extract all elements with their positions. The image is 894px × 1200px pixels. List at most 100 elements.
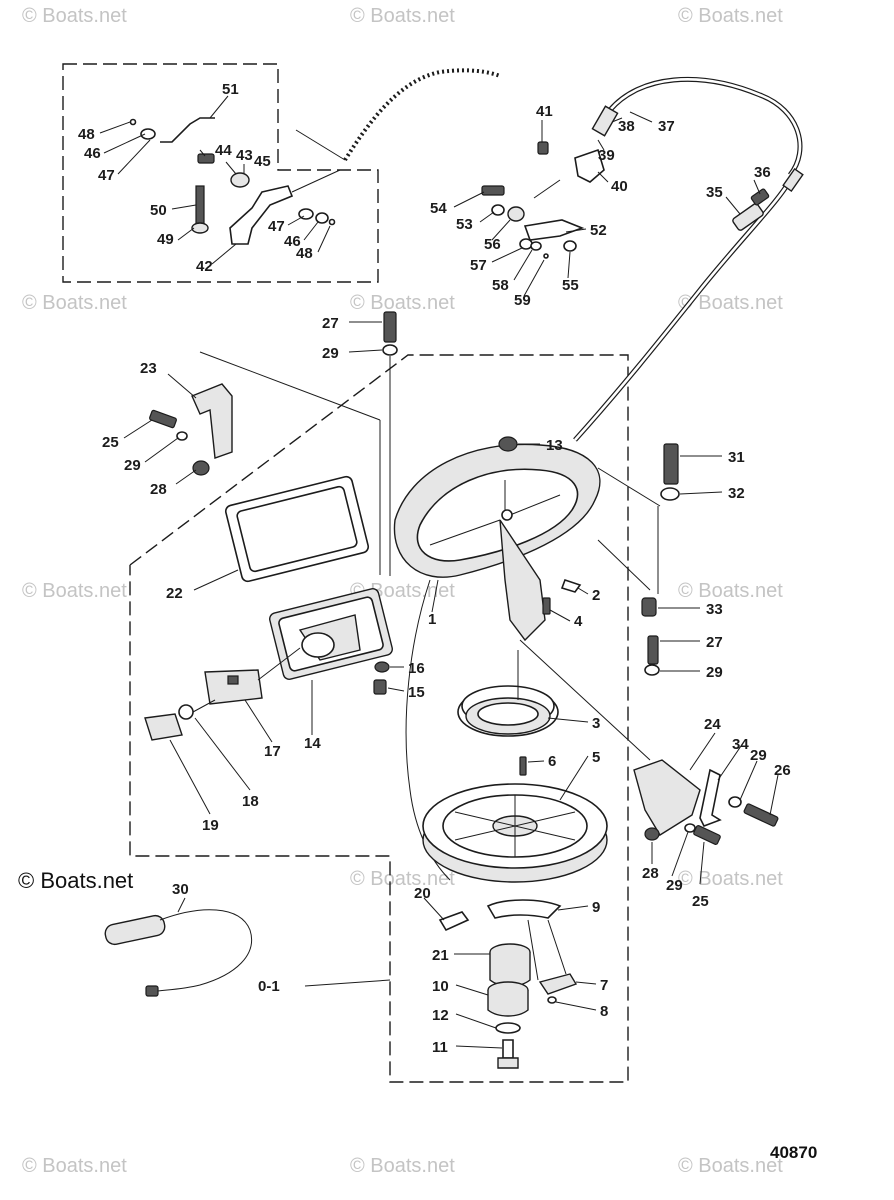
watermark: © Boats.net <box>350 1155 455 1177</box>
watermark: © Boats.net <box>350 5 455 27</box>
watermark: © Boats.net <box>350 292 455 314</box>
part-labels: 51 48 46 47 44 43 45 50 49 42 47 46 48 4… <box>78 81 791 1056</box>
shift-linkage <box>481 141 770 259</box>
watermark: © Boats.net <box>22 5 127 27</box>
part-label-55: 55 <box>562 277 579 294</box>
part-label-29: 29 <box>322 345 339 362</box>
rewind-housing <box>393 443 601 881</box>
upper-right-group-box <box>129 354 629 1083</box>
part-label-50: 50 <box>150 202 167 219</box>
part-label-46: 46 <box>84 145 101 162</box>
part-label-40: 40 <box>611 178 628 195</box>
part-label-1: 1 <box>428 611 436 628</box>
lanyard-assembly <box>104 909 252 997</box>
part-label-19: 19 <box>202 817 219 834</box>
part-label-23: 23 <box>140 360 157 377</box>
part-label-37: 37 <box>658 118 675 135</box>
starter-handle <box>144 475 393 741</box>
watermark: © Boats.net <box>678 1155 783 1177</box>
part-label-17: 17 <box>264 743 281 760</box>
part-label-41: 41 <box>536 103 553 120</box>
drive-assembly <box>438 899 578 1069</box>
part-label-24: 24 <box>704 716 721 733</box>
part-label-34: 34 <box>732 736 749 753</box>
part-label-30: 30 <box>172 881 189 898</box>
part-label-14: 14 <box>304 735 321 752</box>
part-label-39: 39 <box>598 147 615 164</box>
part-label-2: 2 <box>592 587 600 604</box>
part-label-33: 33 <box>706 601 723 618</box>
part-label-38: 38 <box>618 118 635 135</box>
part-label-42: 42 <box>196 258 213 275</box>
part-label-26: 26 <box>774 762 791 779</box>
part-label-6: 6 <box>548 753 556 770</box>
boats-net-banner: © Boats.net <box>18 868 133 893</box>
part-label-27: 27 <box>322 315 339 332</box>
throttle-linkage <box>129 117 346 245</box>
part-label-35: 35 <box>706 184 723 201</box>
part-label-48: 48 <box>78 126 95 143</box>
part-label-29: 29 <box>750 747 767 764</box>
part-label-54: 54 <box>430 200 447 217</box>
watermark: © Boats.net <box>22 580 127 602</box>
part-label-4: 4 <box>574 613 583 630</box>
part-label-15: 15 <box>408 684 425 701</box>
part-label-25: 25 <box>102 434 119 451</box>
part-label-46: 46 <box>284 233 301 250</box>
remote-cable <box>343 68 804 442</box>
upper-left-group-box <box>62 63 379 283</box>
figure-number: 40870 <box>770 1143 817 1162</box>
part-label-53: 53 <box>456 216 473 233</box>
watermark: © Boats.net <box>678 292 783 314</box>
part-label-45: 45 <box>254 153 271 170</box>
part-label-20: 20 <box>414 885 431 902</box>
part-label-52: 52 <box>590 222 607 239</box>
part-label-7: 7 <box>600 977 608 994</box>
part-label-5: 5 <box>592 749 600 766</box>
part-label-27: 27 <box>706 634 723 651</box>
recoil-spring <box>457 685 559 737</box>
part-label-56: 56 <box>484 236 501 253</box>
part-label-21: 21 <box>432 947 449 964</box>
part-label-51: 51 <box>222 81 239 98</box>
part-label-59: 59 <box>514 292 531 309</box>
part-label-58: 58 <box>492 277 509 294</box>
watermark: © Boats.net <box>22 1155 127 1177</box>
group-outlines <box>62 63 629 1083</box>
part-label-25: 25 <box>692 893 709 910</box>
watermark: © Boats.net <box>350 868 455 890</box>
watermark: © Boats.net <box>678 5 783 27</box>
part-label-13: 13 <box>546 437 563 454</box>
part-label-32: 32 <box>728 485 745 502</box>
part-label-22: 22 <box>166 585 183 602</box>
part-label-28: 28 <box>150 481 167 498</box>
watermarks: © Boats.net © Boats.net © Boats.net © Bo… <box>22 5 783 1177</box>
fasteners <box>373 311 680 700</box>
part-label-29: 29 <box>124 457 141 474</box>
part-label-0-1: 0-1 <box>258 978 280 995</box>
watermark: © Boats.net <box>678 868 783 890</box>
part-label-16: 16 <box>408 660 425 677</box>
part-label-47: 47 <box>98 167 115 184</box>
part-label-9: 9 <box>592 899 600 916</box>
part-label-36: 36 <box>754 164 771 181</box>
part-label-49: 49 <box>157 231 174 248</box>
rope-pulley <box>422 756 608 883</box>
part-label-44: 44 <box>215 142 232 159</box>
part-label-8: 8 <box>600 1003 608 1020</box>
part-label-10: 10 <box>432 978 449 995</box>
leader-lines <box>99 95 779 1049</box>
part-label-57: 57 <box>470 257 487 274</box>
part-label-12: 12 <box>432 1007 449 1024</box>
part-label-48: 48 <box>296 245 313 262</box>
part-label-43: 43 <box>236 147 253 164</box>
right-bracket <box>519 639 779 845</box>
watermark: © Boats.net <box>678 580 783 602</box>
watermark: © Boats.net <box>22 292 127 314</box>
part-label-18: 18 <box>242 793 259 810</box>
part-label-47: 47 <box>268 218 285 235</box>
part-label-29: 29 <box>706 664 723 681</box>
part-label-28: 28 <box>642 865 659 882</box>
part-label-31: 31 <box>728 449 745 466</box>
